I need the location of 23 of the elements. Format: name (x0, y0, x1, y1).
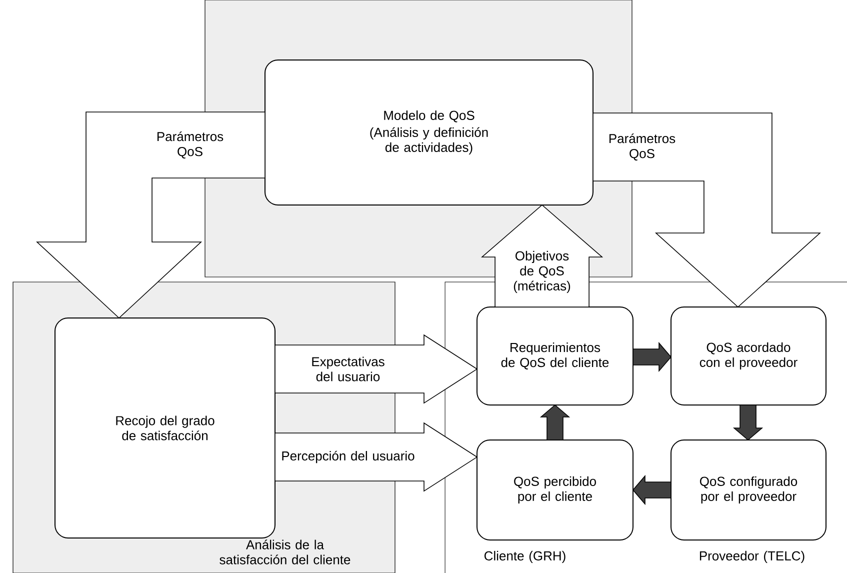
edge-label: Percepción del usuario (282, 450, 414, 464)
process-box: Requerimientos de QoS del cliente (476, 306, 634, 406)
block-arrow (274, 422, 478, 492)
block-arrow (732, 404, 764, 441)
process-box: Modelo de QoS (Análisis y definición de actividades) (264, 60, 594, 206)
edge-label: Expectativas del usuario (312, 356, 384, 382)
block-arrow (274, 334, 478, 404)
panel-caption: Cliente (GRH) (484, 550, 566, 564)
process-box: QoS acordado con el proveedor (670, 306, 826, 406)
process-box: Recojo del grado de satisfacción (54, 318, 276, 538)
block-arrow (592, 112, 821, 308)
edge-label: Parámetros QoS (609, 134, 676, 161)
block-arrow (480, 204, 604, 308)
process-box: QoS configurado por el proveedor (670, 440, 826, 540)
panel-caption: Proveedor (TELC) (700, 550, 804, 564)
block-arrow (632, 474, 672, 506)
block-arrow (540, 404, 570, 440)
panel-caption: Análisis de la satisfacción del cliente (220, 540, 350, 564)
edge-label: Parámetros QoS (157, 132, 224, 159)
edge-label: Objetivos de QoS (métricas) (514, 250, 570, 294)
block-arrow (632, 342, 672, 372)
process-box: QoS percibido por el cliente (476, 440, 634, 540)
block-arrow (36, 112, 266, 319)
